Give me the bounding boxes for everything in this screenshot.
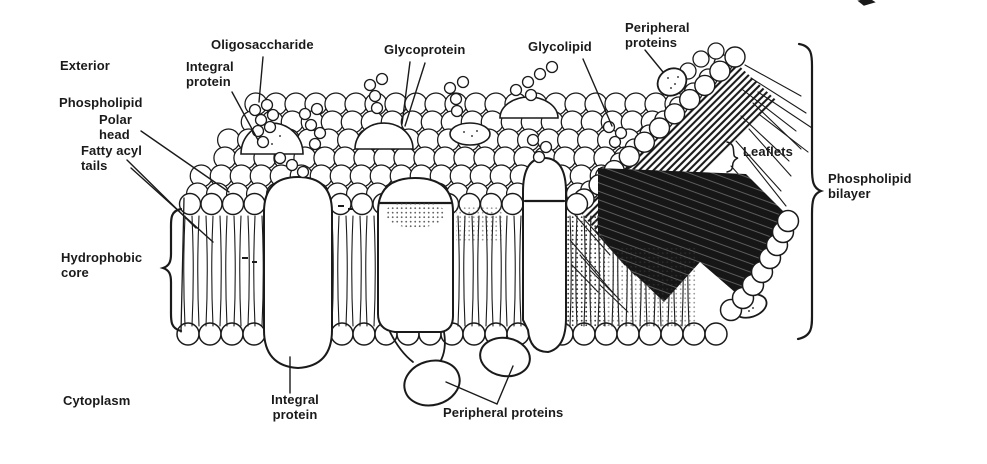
lower-leaflet-dark-mass bbox=[598, 168, 792, 328]
label-peripheral-proteins-top: Peripheral proteins bbox=[625, 20, 690, 50]
bracket-braces bbox=[159, 42, 825, 341]
label-polar-head: Polar head bbox=[99, 112, 133, 142]
oligosaccharide-chains bbox=[248, 60, 628, 179]
label-phospholipid: Phospholipid bbox=[59, 95, 143, 110]
label-oligosaccharide: Oligosaccharide bbox=[211, 37, 314, 52]
label-cytoplasm: Cytoplasm bbox=[63, 393, 131, 408]
peripheral-proteins-art bbox=[389, 331, 531, 407]
label-integral-protein-top: Integral protein bbox=[186, 59, 234, 89]
leader-lines bbox=[126, 49, 739, 405]
label-integral-protein-bottom: Integral protein bbox=[271, 392, 319, 422]
right-edge-head-chain bbox=[719, 209, 800, 322]
label-peripheral-proteins-bottom: Peripheral proteins bbox=[443, 405, 564, 420]
integral-proteins-art bbox=[263, 156, 567, 370]
label-exterior: Exterior bbox=[60, 58, 110, 73]
scan-artifact bbox=[857, 0, 876, 6]
label-glycoprotein: Glycoprotein bbox=[384, 42, 466, 57]
label-phospholipid-bilayer: Phospholipid bilayer bbox=[828, 171, 912, 201]
label-hydrophobic-core: Hydrophobic core bbox=[61, 250, 143, 280]
label-leaflets: Leaflets bbox=[743, 144, 793, 159]
label-fatty-acyl-tails: Fatty acyl tails bbox=[81, 143, 142, 173]
label-glycolipid: Glycolipid bbox=[528, 39, 592, 54]
